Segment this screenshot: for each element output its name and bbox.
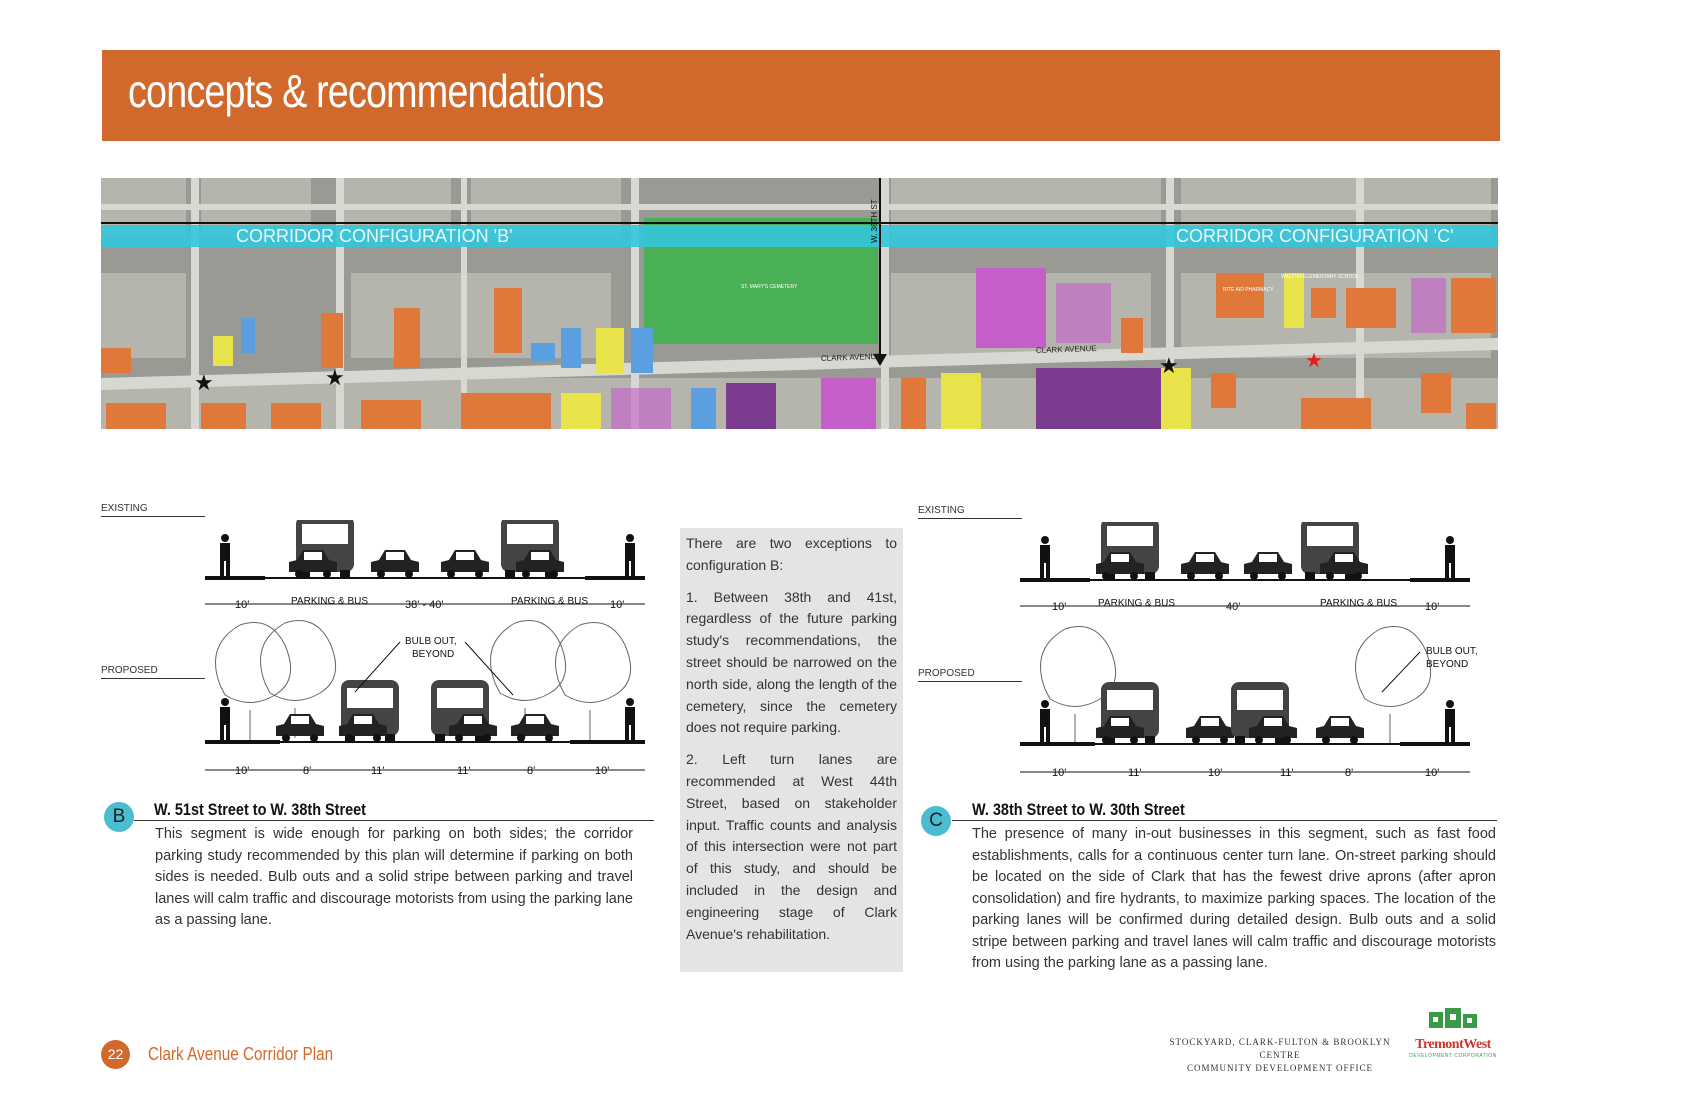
exceptions-intro: There are two exceptions to configuratio… <box>686 535 897 573</box>
dim-label: 10' <box>1208 767 1222 779</box>
bulb-out-note: BEYOND <box>1426 659 1468 670</box>
pharmacy-label: RITE AID PHARMACY <box>1223 287 1274 293</box>
exceptions-sidebar: There are two exceptions to configuratio… <box>680 528 903 972</box>
dim-label: 8' <box>303 765 311 777</box>
star-icon: ★ <box>1159 354 1179 379</box>
dim-sidewalk: 10' <box>610 599 624 611</box>
divider <box>101 678 205 679</box>
cross-section-c: 10' PARKING & BUS 40' PARKING & BUS 10' … <box>1020 522 1478 779</box>
page-number: 22 <box>101 1040 130 1069</box>
exception-item-1: 1. Between 38th and 41st, regardless of … <box>686 588 897 736</box>
bulb-out-note: BULB OUT, <box>405 636 457 647</box>
dim-parking: PARKING & BUS <box>1320 598 1397 609</box>
clark-avenue-label-2: CLARK AVENUE <box>1036 344 1097 355</box>
cdo-line-2: COMMUNITY DEVELOPMENT OFFICE <box>1186 1063 1373 1073</box>
existing-label-b: EXISTING <box>101 503 148 514</box>
existing-label-c: EXISTING <box>918 505 965 516</box>
dim-label: 10' <box>235 765 249 777</box>
dim-roadway: 40' <box>1226 601 1240 613</box>
star-icon: ★ <box>325 366 345 391</box>
dim-label: 10' <box>595 765 609 777</box>
dim-parking: PARKING & BUS <box>1098 598 1175 609</box>
segment-c-badge: C <box>921 806 951 836</box>
corridor-c-label: CORRIDOR CONFIGURATION 'C' <box>1176 226 1454 246</box>
dim-label: 10' <box>1425 767 1439 779</box>
segment-b-description: This segment is wide enough for parking … <box>155 826 633 928</box>
dim-parking: PARKING & BUS <box>291 596 368 607</box>
segment-c-description: The presence of many in-out businesses i… <box>972 826 1496 971</box>
star-icon: ★ <box>194 371 214 396</box>
cross-section-b: 10' PARKING & BUS 38' - 40' PARKING & BU… <box>205 520 645 777</box>
corridor-map: CORRIDOR CONFIGURATION 'B' CORRIDOR CONF… <box>101 178 1498 429</box>
dim-label: 11' <box>457 765 471 777</box>
dim-label: 10' <box>1052 767 1066 779</box>
document-title: Clark Avenue Corridor Plan <box>148 1044 334 1064</box>
tremont-subtitle: DEVELOPMENT CORPORATION <box>1409 1053 1497 1059</box>
dim-label: 11' <box>1280 767 1294 779</box>
tremont-name: TremontWest <box>1415 1037 1491 1052</box>
bulb-out-note: BEYOND <box>412 649 454 660</box>
page-title: concepts & recommendations <box>128 65 604 117</box>
proposed-label-b: PROPOSED <box>101 665 158 676</box>
clark-avenue-label-1: CLARK AVENUE <box>821 352 882 363</box>
w38-street-label: W. 38TH ST <box>870 199 879 243</box>
dim-sidewalk: 10' <box>1425 601 1439 613</box>
divider <box>952 820 1497 821</box>
school-label: WALTON ELEMENTARY SCHOOL <box>1281 274 1359 280</box>
segment-b-badge: B <box>104 802 134 832</box>
corridor-b-label: CORRIDOR CONFIGURATION 'B' <box>236 226 513 246</box>
red-star-icon: ★ <box>1305 348 1323 372</box>
dim-label: 11' <box>371 765 385 777</box>
segment-b-title: W. 51st Street to W. 38th Street <box>154 800 366 819</box>
divider <box>101 516 205 517</box>
dim-label: 11' <box>1128 767 1142 779</box>
cdo-logo: STOCKYARD, CLARK-FULTON & BROOKLYN CENTR… <box>1160 1036 1400 1075</box>
divider <box>918 518 1022 519</box>
dim-sidewalk: 10' <box>235 599 249 611</box>
dim-label: 8' <box>527 765 535 777</box>
cemetery-label: ST. MARY'S CEMETERY <box>741 284 798 290</box>
divider <box>134 820 654 821</box>
cdo-line-1: STOCKYARD, CLARK-FULTON & BROOKLYN CENTR… <box>1169 1037 1391 1060</box>
bulb-out-note: BULB OUT, <box>1426 646 1478 657</box>
header-banner: concepts & recommendations <box>102 50 1500 141</box>
dim-parking: PARKING & BUS <box>511 596 588 607</box>
segment-c-title: W. 38th Street to W. 30th Street <box>972 800 1185 819</box>
dim-roadway: 38' - 40' <box>405 599 443 611</box>
exception-item-2: 2. Left turn lanes are recommended at We… <box>686 751 897 942</box>
dim-sidewalk: 10' <box>1052 601 1066 613</box>
dim-label: 8' <box>1345 767 1353 779</box>
divider <box>918 681 1022 682</box>
tremont-house-icon <box>1429 1008 1477 1028</box>
tremont-west-logo: TremontWest DEVELOPMENT CORPORATION <box>1408 1004 1498 1059</box>
proposed-label-c: PROPOSED <box>918 668 975 679</box>
